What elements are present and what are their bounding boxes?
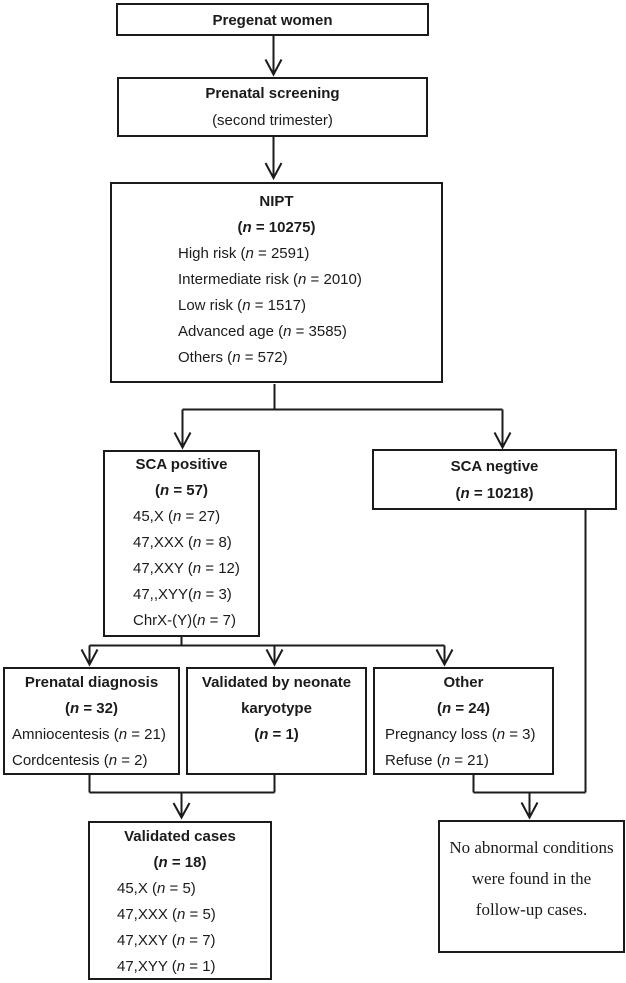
arrow-scapositive-branch-icon: [80, 637, 454, 667]
sca-positive-count: (n = 57): [155, 482, 208, 499]
prenatal-diagnosis-item: Amniocentesis (n = 21): [12, 726, 166, 743]
arrow-nipt-branch-icon: [173, 384, 512, 450]
sca-positive-item: 47,XXX (n = 8): [133, 534, 232, 551]
prenatal-diagnosis-count: (n = 32): [65, 700, 118, 717]
other-item: Pregnancy loss (n = 3): [385, 726, 536, 743]
validated-cases-title: Validated cases: [124, 828, 236, 845]
nipt-title: NIPT: [259, 193, 294, 210]
box-other: Other (n = 24) Pregnancy loss (n = 3) Re…: [373, 667, 554, 775]
no-abnormal-line: No abnormal conditions: [449, 838, 614, 857]
other-item: Refuse (n = 21): [385, 752, 489, 769]
pregnant-women-title: Pregenat women: [212, 12, 333, 29]
nipt-item: Low risk (n = 1517): [178, 297, 306, 314]
box-validated-cases: Validated cases (n = 18) 45,X (n = 5) 47…: [88, 821, 272, 980]
other-title: Other: [443, 674, 484, 691]
no-abnormal-line: follow-up cases.: [475, 900, 588, 919]
nipt-item: Intermediate risk (n = 2010): [178, 271, 362, 288]
arrow-pregnant-to-screening-icon: [264, 36, 283, 77]
sca-negative-count: (n = 10218): [455, 485, 534, 502]
box-validated-by-neonate: Validated by neonate karyotype (n = 1): [186, 667, 367, 775]
arrow-screening-to-nipt-icon: [264, 137, 283, 181]
no-abnormal-line: were found in the: [471, 869, 592, 888]
validated-cases-count: (n = 18): [153, 854, 207, 871]
box-pregnant-women: Pregenat women: [116, 3, 429, 36]
prenatal-screening-title: Prenatal screening: [205, 85, 340, 102]
nipt-item: Others (n = 572): [178, 349, 288, 366]
nipt-item: Advanced age (n = 3585): [178, 323, 347, 340]
sca-positive-item: 45,X (n = 27): [133, 508, 221, 525]
sca-positive-title: SCA positive: [135, 456, 228, 473]
sca-positive-item: 47,XXY (n = 12): [133, 560, 240, 577]
sca-negative-title: SCA negtive: [450, 458, 539, 475]
box-prenatal-diagnosis: Prenatal diagnosis (n = 32) Amniocentesi…: [3, 667, 180, 775]
validated-neonate-count: (n = 1): [254, 726, 299, 743]
sca-positive-item: 47,,XYY(n = 3): [133, 586, 232, 603]
validated-cases-item: 45,X (n = 5): [117, 880, 196, 897]
arrow-validated-merge-icon: [88, 775, 276, 820]
prenatal-screening-subtitle: (second trimester): [212, 112, 333, 129]
validated-neonate-title-line: Validated by neonate: [201, 674, 352, 691]
sca-positive-item: ChrX-(Y)(n = 7): [133, 612, 236, 629]
arrow-followup-merge-icon: [472, 775, 586, 820]
nipt-count: (n = 10275): [237, 219, 316, 236]
box-nipt: NIPT (n = 10275) High risk (n = 2591) In…: [110, 182, 443, 383]
box-sca-negative: SCA negtive (n = 10218): [372, 449, 617, 510]
box-prenatal-screening: Prenatal screening (second trimester): [117, 77, 428, 137]
validated-cases-item: 47,XYY (n = 1): [117, 958, 216, 975]
validated-neonate-title-line: karyotype: [241, 700, 312, 717]
box-no-abnormal-followup: No abnormal conditions were found in the…: [438, 820, 625, 953]
validated-cases-item: 47,XXX (n = 5): [117, 906, 216, 923]
box-sca-positive: SCA positive (n = 57) 45,X (n = 27) 47,X…: [103, 450, 260, 637]
prenatal-diagnosis-title: Prenatal diagnosis: [24, 674, 159, 691]
nipt-item: High risk (n = 2591): [178, 245, 310, 262]
prenatal-diagnosis-item: Cordcentesis (n = 2): [12, 752, 148, 769]
validated-cases-item: 47,XXY (n = 7): [117, 932, 216, 949]
other-count: (n = 24): [437, 700, 490, 717]
